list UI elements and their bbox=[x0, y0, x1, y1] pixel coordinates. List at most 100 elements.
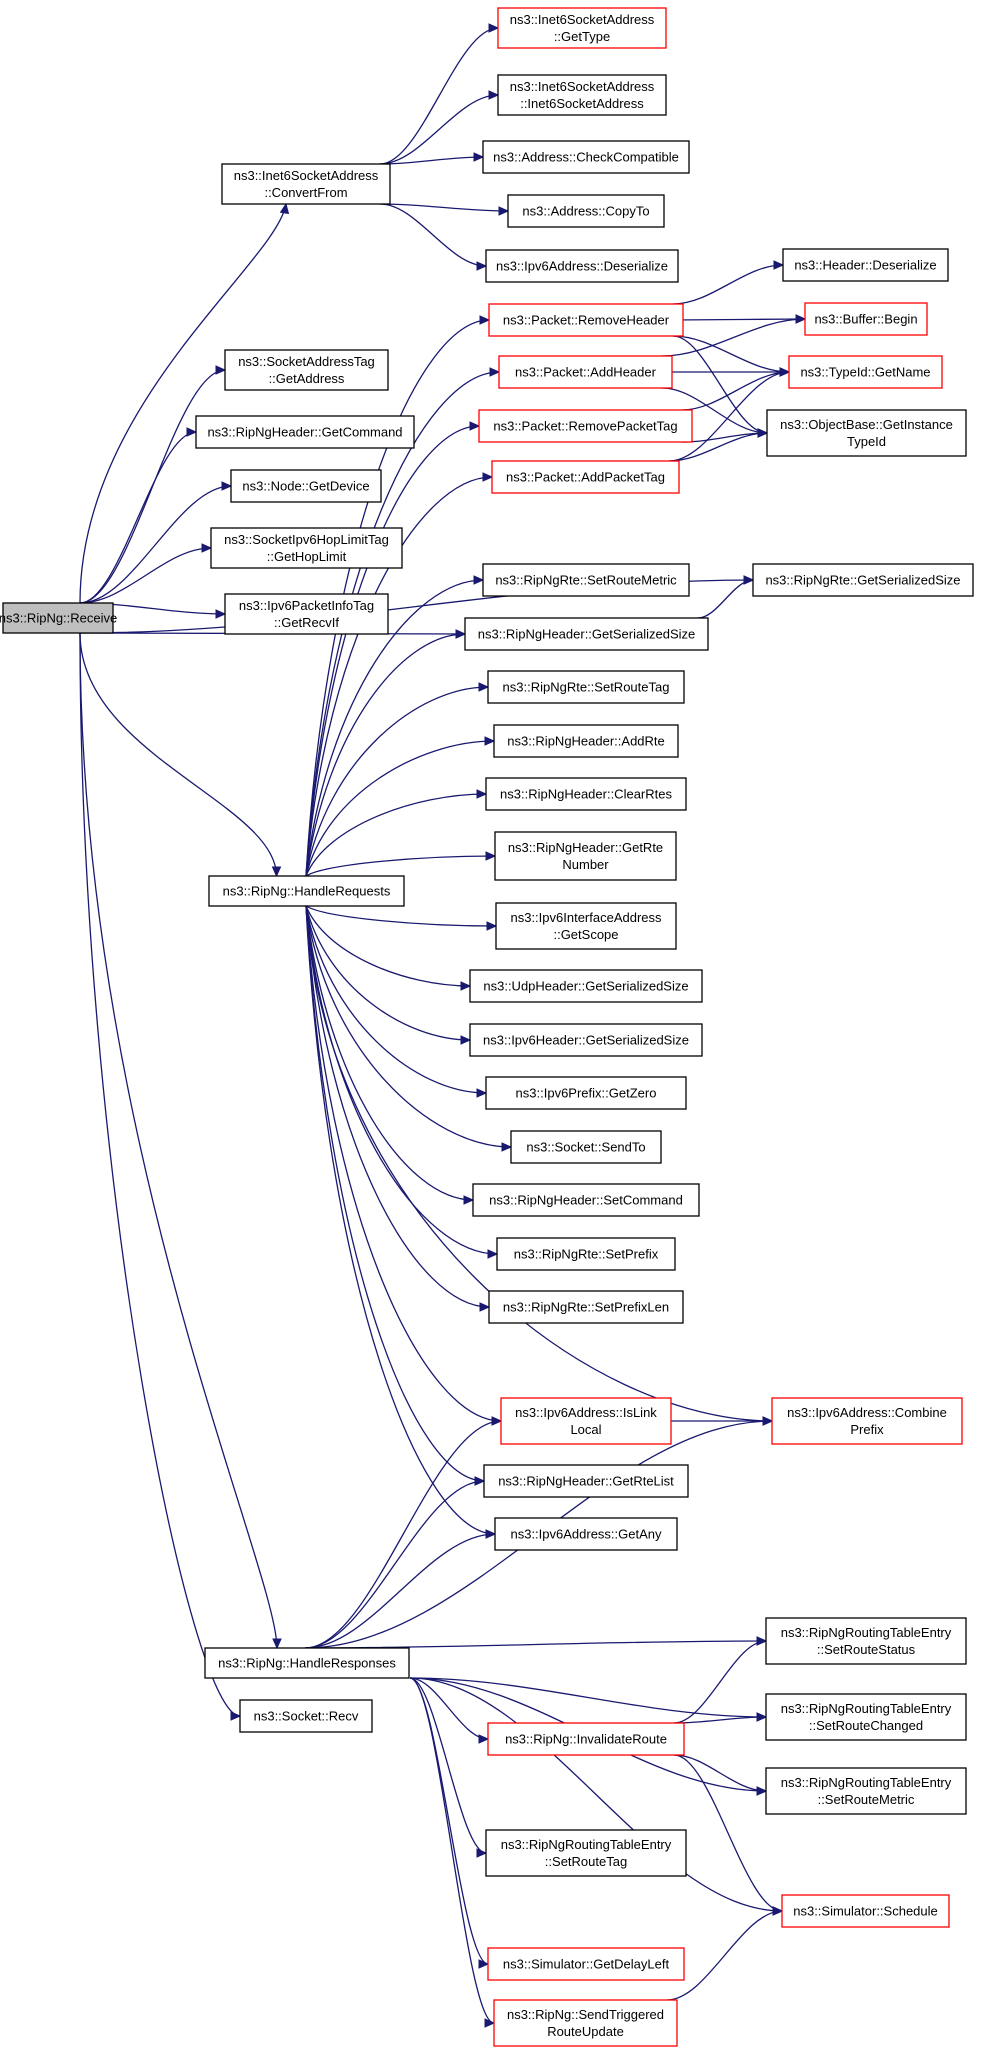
node-box bbox=[766, 409, 967, 457]
node-box bbox=[487, 1722, 685, 1756]
function-node-getcommand[interactable]: ns3::RipNgHeader::GetCommand bbox=[195, 415, 415, 449]
function-node-handlerequests[interactable]: ns3::RipNg::HandleRequests bbox=[208, 875, 405, 907]
function-node-addheader[interactable]: ns3::Packet::AddHeader bbox=[498, 355, 673, 389]
node-label: ::SetRouteMetric bbox=[818, 1792, 915, 1807]
call-edge bbox=[409, 1677, 496, 2028]
node-label: ns3::TypeId::GetName bbox=[800, 365, 930, 380]
function-node-rtesettag2[interactable]: ns3::RipNgRoutingTableEntry::SetRouteTag bbox=[485, 1829, 687, 1877]
function-node-setroutechanged[interactable]: ns3::RipNgRoutingTableEntry::SetRouteCha… bbox=[765, 1693, 967, 1741]
function-node-rtesetroutetag[interactable]: ns3::RipNgRte::SetRouteTag bbox=[487, 670, 685, 704]
function-node-setroutestatus[interactable]: ns3::RipNgRoutingTableEntry::SetRouteSta… bbox=[765, 1617, 967, 1665]
function-node-getdevice[interactable]: ns3::Node::GetDevice bbox=[230, 469, 382, 503]
call-edge bbox=[305, 629, 467, 877]
function-node-getany[interactable]: ns3::Ipv6Address::GetAny bbox=[494, 1517, 678, 1551]
function-node-setprefix[interactable]: ns3::RipNgRte::SetPrefix bbox=[496, 1237, 676, 1271]
function-node-getrecvif[interactable]: ns3::Ipv6PacketInfoTag::GetRecvIf bbox=[224, 593, 389, 635]
node-label: RouteUpdate bbox=[547, 2024, 624, 2039]
function-node-getdelayleft[interactable]: ns3::Simulator::GetDelayLeft bbox=[487, 1947, 685, 1981]
function-node-rtesetmetric2[interactable]: ns3::RipNgRoutingTableEntry::SetRouteMet… bbox=[765, 1767, 967, 1815]
node-label: ns3::Ipv6Address::IsLink bbox=[515, 1405, 657, 1420]
function-node-removepackettag[interactable]: ns3::Packet::RemovePacketTag bbox=[478, 409, 693, 443]
call-edge bbox=[305, 682, 490, 877]
function-node-removeheader[interactable]: ns3::Packet::RemoveHeader bbox=[488, 303, 684, 337]
function-node-ipv6deser[interactable]: ns3::Ipv6Address::Deserialize bbox=[485, 249, 679, 283]
node-label: ns3::UdpHeader::GetSerializedSize bbox=[483, 979, 688, 994]
node-box bbox=[782, 248, 949, 282]
function-node-getaddress[interactable]: ns3::SocketAddressTag::GetAddress bbox=[224, 349, 389, 391]
node-box bbox=[487, 670, 685, 704]
function-node-bufferbegin[interactable]: ns3::Buffer::Begin bbox=[804, 302, 928, 336]
node-box bbox=[488, 303, 684, 337]
node-label: ns3::RipNgHeader::GetRte bbox=[508, 840, 663, 855]
node-label: ns3::Inet6SocketAddress bbox=[510, 79, 655, 94]
function-node-getzero[interactable]: ns3::Ipv6Prefix::GetZero bbox=[485, 1076, 687, 1110]
call-edge bbox=[304, 1636, 768, 1649]
function-node-typeidname[interactable]: ns3::TypeId::GetName bbox=[788, 355, 943, 389]
function-node-udpserialized[interactable]: ns3::UdpHeader::GetSerializedSize bbox=[469, 969, 703, 1003]
node-box bbox=[488, 1290, 684, 1324]
node-label: ns3::Inet6SocketAddress bbox=[510, 12, 655, 27]
function-node-getrtelist[interactable]: ns3::RipNgHeader::GetRteList bbox=[483, 1464, 689, 1498]
function-node-rtesetroutemetric[interactable]: ns3::RipNgRte::SetRouteMetric bbox=[482, 563, 690, 597]
node-label: ns3::RipNg::Receive bbox=[0, 611, 117, 626]
function-node-addrte[interactable]: ns3::RipNgHeader::AddRte bbox=[493, 724, 679, 758]
function-node-convertfrom[interactable]: ns3::Inet6SocketAddress::ConvertFrom bbox=[221, 163, 391, 205]
call-edge bbox=[673, 1636, 768, 1724]
function-node-getscope[interactable]: ns3::Ipv6InterfaceAddress::GetScope bbox=[495, 902, 677, 950]
call-edge bbox=[79, 632, 242, 1721]
function-node-socketrecv[interactable]: ns3::Socket::Recv bbox=[239, 1699, 373, 1733]
function-node-receive[interactable]: ns3::RipNg::Receive bbox=[0, 602, 117, 634]
call-edge bbox=[379, 152, 485, 165]
function-node-checkcompat[interactable]: ns3::Address::CheckCompatible bbox=[482, 140, 690, 174]
call-edge bbox=[672, 314, 807, 324]
node-label: ns3::SocketIpv6HopLimitTag bbox=[224, 532, 389, 547]
node-label: ns3::Ipv6Address::Combine bbox=[787, 1405, 947, 1420]
node-label: ::SetRouteStatus bbox=[817, 1642, 916, 1657]
function-node-addpackettag[interactable]: ns3::Packet::AddPacketTag bbox=[491, 460, 680, 494]
node-label: ::GetAddress bbox=[269, 371, 345, 386]
function-node-inet6ctor[interactable]: ns3::Inet6SocketAddress::Inet6SocketAddr… bbox=[497, 74, 667, 116]
call-edge bbox=[79, 202, 290, 604]
node-label: Number bbox=[562, 857, 609, 872]
node-label: ns3::Packet::RemoveHeader bbox=[503, 313, 670, 328]
function-node-gethoplimit[interactable]: ns3::SocketIpv6HopLimitTag::GetHopLimit bbox=[210, 527, 403, 569]
call-edge bbox=[305, 851, 497, 877]
node-label: ns3::Socket::Recv bbox=[254, 1709, 359, 1724]
node-box bbox=[478, 409, 693, 443]
node-box bbox=[230, 469, 382, 503]
node-box bbox=[224, 349, 389, 391]
node-box bbox=[765, 1693, 967, 1741]
call-edge bbox=[673, 1754, 768, 1796]
node-label: ::GetRecvIf bbox=[274, 615, 339, 630]
call-edge bbox=[409, 1677, 490, 1969]
node-label: ns3::RipNgRoutingTableEntry bbox=[501, 1837, 672, 1852]
function-node-invalidateroute[interactable]: ns3::RipNg::InvalidateRoute bbox=[487, 1722, 685, 1756]
node-label: TypeId bbox=[847, 434, 886, 449]
node-label: ns3::Packet::RemovePacketTag bbox=[493, 419, 677, 434]
function-node-schedule[interactable]: ns3::Simulator::Schedule bbox=[781, 1894, 950, 1928]
node-box bbox=[496, 1237, 676, 1271]
function-node-clearrtes[interactable]: ns3::RipNgHeader::ClearRtes bbox=[485, 777, 687, 811]
node-label: ns3::RipNgHeader::ClearRtes bbox=[500, 787, 672, 802]
call-edge bbox=[305, 905, 491, 1312]
node-box bbox=[464, 617, 709, 651]
function-node-copyto[interactable]: ns3::Address::CopyTo bbox=[507, 194, 665, 228]
function-node-ipv6hdrserialized[interactable]: ns3::Ipv6Header::GetSerializedSize bbox=[469, 1023, 703, 1057]
function-node-gettype[interactable]: ns3::Inet6SocketAddress::GetType bbox=[497, 7, 667, 49]
function-node-handleresponses[interactable]: ns3::RipNg::HandleResponses bbox=[204, 1647, 410, 1679]
node-label: ::GetScope bbox=[553, 927, 618, 942]
function-node-setcommand[interactable]: ns3::RipNgHeader::SetCommand bbox=[472, 1183, 700, 1217]
function-node-headerdeser[interactable]: ns3::Header::Deserialize bbox=[782, 248, 949, 282]
function-node-rtegetserialized[interactable]: ns3::RipNgRte::GetSerializedSize bbox=[752, 563, 974, 597]
call-edge bbox=[672, 260, 785, 305]
node-label: Local bbox=[570, 1422, 601, 1437]
function-node-sendto[interactable]: ns3::Socket::SendTo bbox=[510, 1130, 662, 1164]
call-edge bbox=[304, 1476, 486, 1649]
function-node-setprefixlen[interactable]: ns3::RipNgRte::SetPrefixLen bbox=[488, 1290, 684, 1324]
function-node-hdrgetserialized[interactable]: ns3::RipNgHeader::GetSerializedSize bbox=[464, 617, 709, 651]
